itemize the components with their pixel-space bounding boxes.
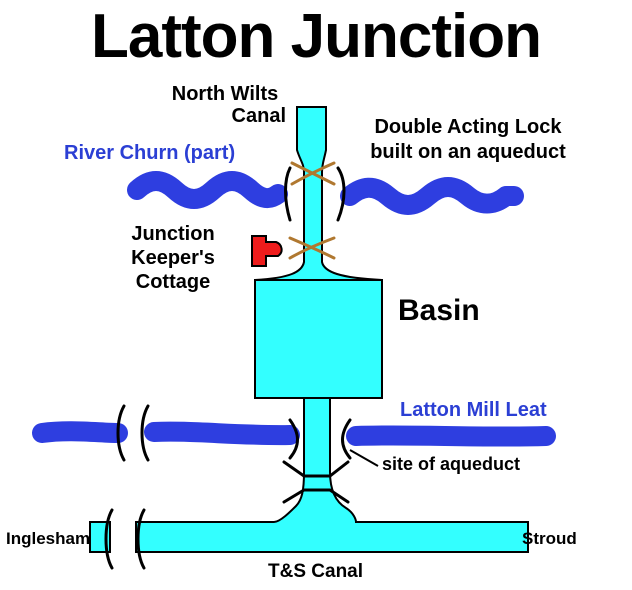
aqueduct-site-label: site of aqueduct [382,454,521,474]
basin [254,279,383,399]
cottage-label-line3: Cottage [135,271,211,293]
inglesham-label: Inglesham [6,529,91,548]
page-title: Latton Junction [91,2,542,71]
cottage-label-line2: Keeper's [131,247,215,269]
cottage-label-line1: Junction [131,223,215,245]
north-wilts-label-line1: North Wilts [171,83,279,105]
aqueduct-pointer [349,449,379,467]
river-churn-label: River Churn (part) [64,142,236,164]
ts-canal-label: T&S Canal [268,561,364,582]
latton-mill-leat [32,421,556,447]
mill-leat-label: Latton Mill Leat [400,399,547,421]
north-wilts-label-line2: Canal [231,105,286,127]
basin-label: Basin [398,294,480,327]
stroud-label: Stroud [522,529,577,548]
lock-gates [288,161,336,260]
lock-label-line2: built on an aqueduct [370,141,566,163]
north-wilts-canal [135,106,529,553]
lock-label-line1: Double Acting Lock [374,116,562,138]
river-churn [127,171,524,215]
aqueduct-brackets [104,166,352,570]
cottage-shape [251,235,283,267]
